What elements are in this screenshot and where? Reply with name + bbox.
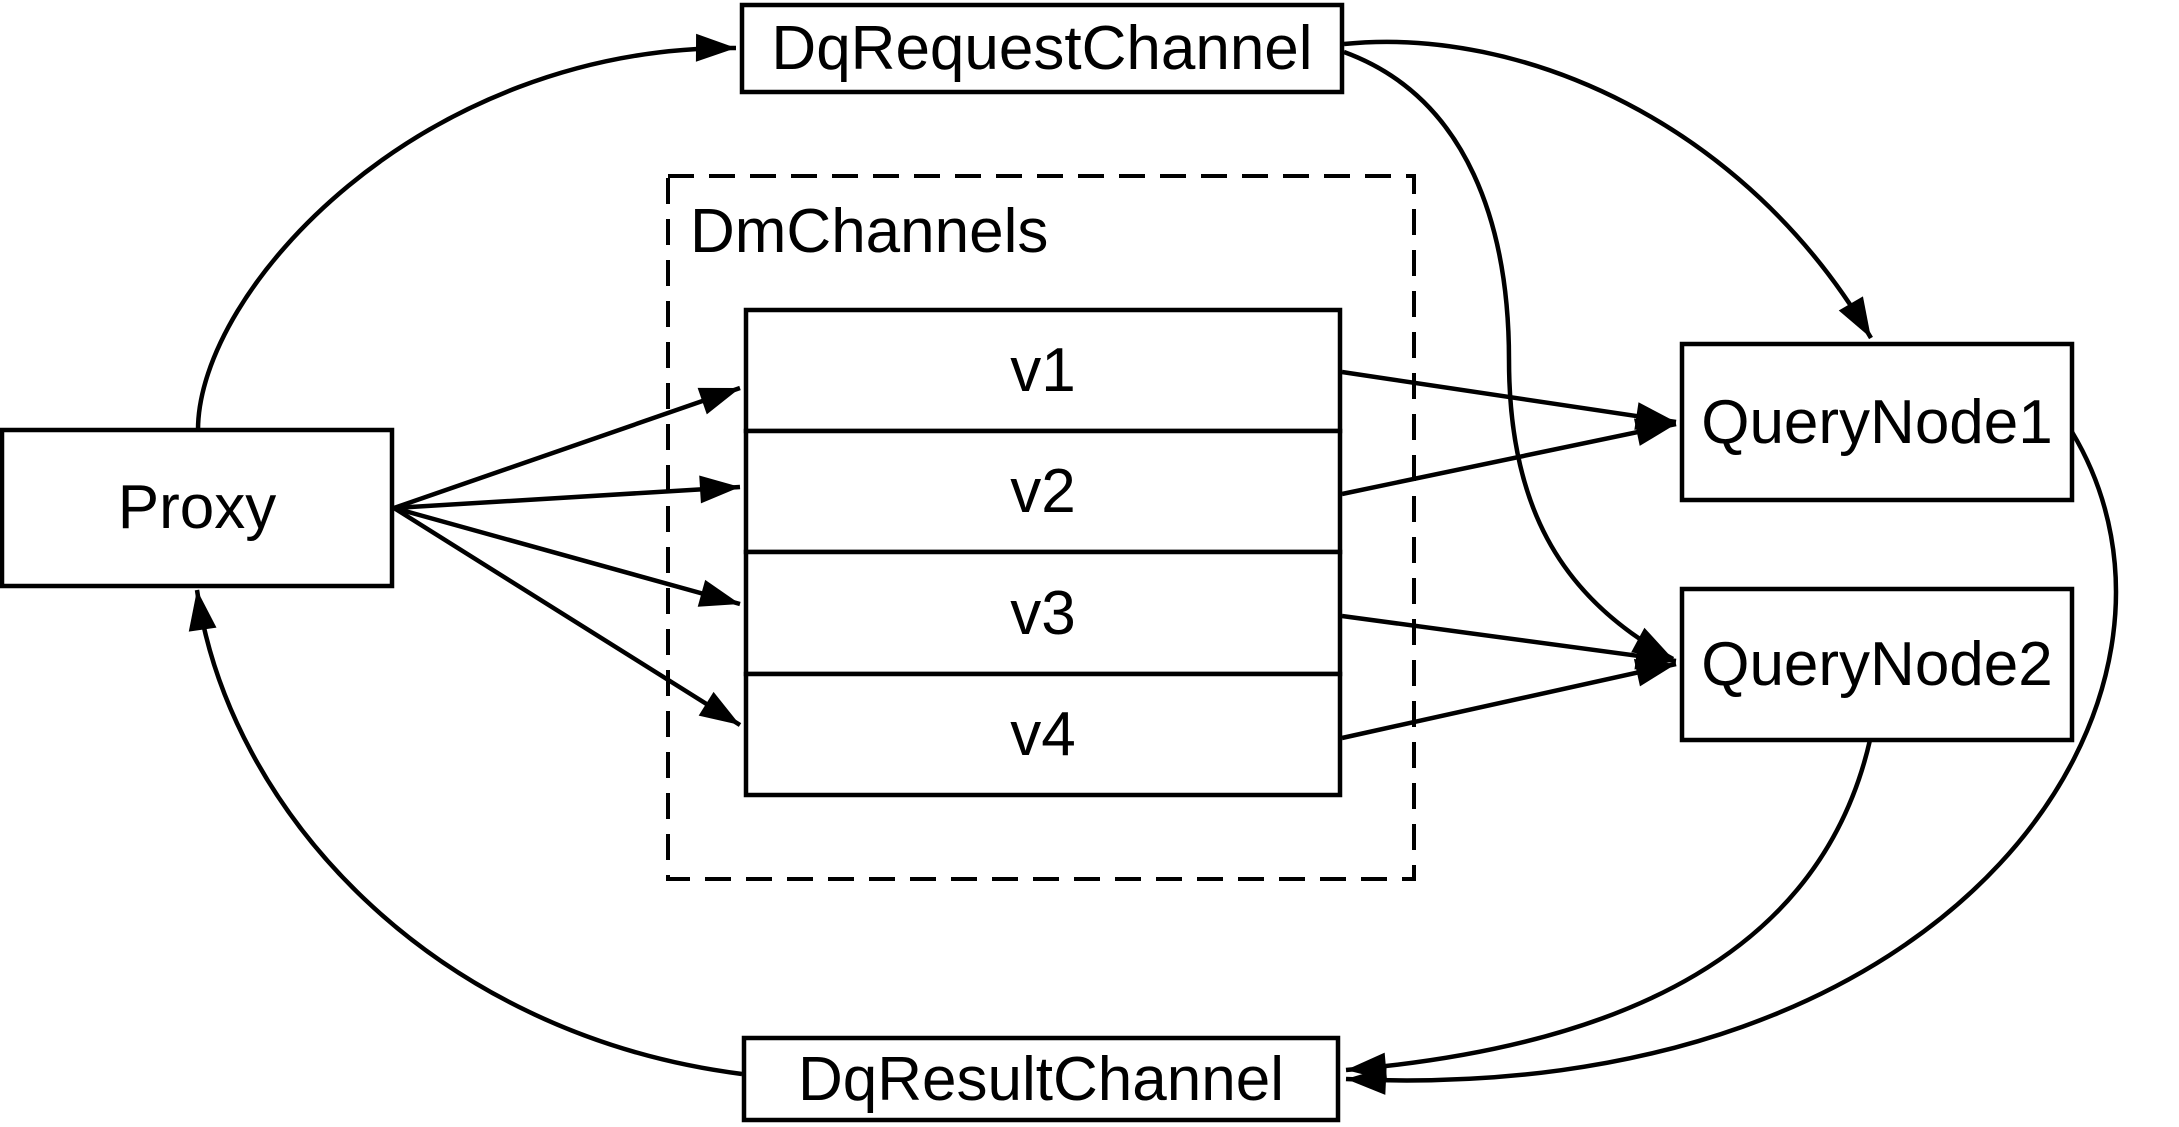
dq-request-channel-label: DqRequestChannel <box>771 14 1312 83</box>
edge-proxy-to-v3 <box>393 505 741 607</box>
channel-v4-node <box>743 671 1343 798</box>
edge-dq-request-channel-to-query-node-1 <box>1343 39 1873 340</box>
channel-v2-label: v2 <box>1010 457 1075 526</box>
dm-channels-group <box>666 174 1416 881</box>
dq-result-channel-node <box>741 1035 1341 1123</box>
query-node-1-node <box>1679 341 2075 503</box>
dm-channels-label: DmChannels <box>690 197 1048 266</box>
edge-proxy-to-v1 <box>393 385 741 511</box>
edge-proxy-to-v4 <box>392 506 742 727</box>
edge-dq-result-channel-to-proxy <box>188 589 743 1077</box>
channel-v3-node <box>743 549 1343 677</box>
edge-proxy-to-dq-request-channel <box>195 33 737 431</box>
edge-query-node-2-to-dq-result-channel <box>1345 739 1873 1081</box>
dq-request-channel-node <box>739 2 1345 95</box>
edge-v3-to-query-node-2 <box>1341 613 1677 670</box>
edge-proxy-to-v2 <box>393 475 741 511</box>
channel-v4-label: v4 <box>1010 700 1075 769</box>
channel-v2-node <box>743 428 1343 555</box>
query-node-1-label: QueryNode1 <box>1701 388 2053 457</box>
channel-v3-label: v3 <box>1010 579 1075 648</box>
dq-result-channel-label: DqResultChannel <box>798 1045 1284 1114</box>
query-node-2-label: QueryNode2 <box>1701 630 2053 699</box>
edge-v2-to-query-node-1 <box>1341 418 1677 497</box>
query-node-2-node <box>1679 586 2075 743</box>
proxy-node <box>0 427 395 589</box>
channel-v1-label: v1 <box>1010 336 1075 405</box>
edge-query-node-1-to-dq-result-channel <box>1345 430 2119 1095</box>
edge-dq-request-channel-to-query-node-2 <box>1343 49 1675 661</box>
proxy-label: Proxy <box>118 473 276 542</box>
channel-v1-node <box>743 307 1343 434</box>
edge-v4-to-query-node-2 <box>1341 658 1677 741</box>
